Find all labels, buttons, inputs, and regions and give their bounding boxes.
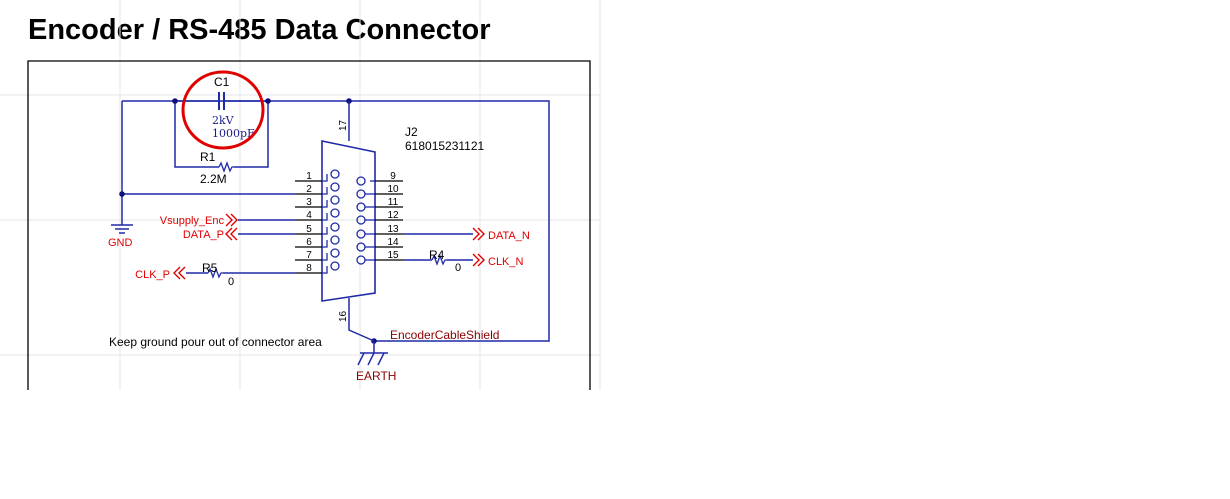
pin-number: 4 — [306, 210, 312, 221]
r5-symbol — [207, 267, 223, 279]
r1-left-wire — [174, 101, 219, 168]
r1-ref: R1 — [200, 150, 216, 164]
pin-number: 8 — [306, 263, 312, 274]
pin-number: 11 — [388, 197, 399, 208]
pin-number: 2 — [306, 184, 312, 195]
junction-dot — [119, 191, 125, 197]
c1-voltage: 2kV — [212, 114, 235, 127]
page-title: Encoder / RS-485 Data Connector — [28, 14, 491, 46]
pin-number: 10 — [387, 184, 399, 195]
clk-p-port-arrow — [173, 266, 186, 280]
c1-value: 1000pF — [212, 127, 255, 140]
highlight-circle — [181, 70, 265, 150]
c1-ref: C1 — [214, 75, 230, 89]
gnd-symbol — [111, 224, 133, 234]
pin-number: 13 — [387, 224, 399, 235]
right-pins — [375, 180, 403, 261]
connector-part-number: 618015231121 — [405, 139, 485, 153]
data-n-port-arrow — [472, 227, 485, 241]
pin-number: 7 — [306, 250, 312, 261]
r4-ref: R4 — [429, 248, 445, 262]
pin-number: 1 — [306, 171, 312, 182]
pin-number: 5 — [306, 224, 312, 235]
r4-value: 0 — [455, 262, 461, 274]
shield-net-label: EncoderCableShield — [390, 328, 499, 342]
r4-symbol — [431, 254, 447, 266]
clk-n-port-arrow — [472, 253, 485, 267]
pin16-number: 16 — [338, 310, 349, 322]
clk-p-label: CLK_P — [135, 269, 170, 281]
sheet-border — [27, 60, 591, 390]
r1-symbol — [218, 161, 234, 173]
connector-ref: J2 — [405, 125, 418, 139]
layout-note: Keep ground pour out of connector area — [109, 335, 322, 349]
earth-symbol — [357, 352, 388, 366]
junction-dot — [172, 98, 178, 104]
left-pin-numbers: 1 2 3 4 5 6 7 8 — [306, 171, 312, 274]
r5-ref: R5 — [202, 261, 218, 275]
pin-number: 3 — [306, 197, 312, 208]
pin-number: 12 — [387, 210, 399, 221]
r1-value: 2.2M — [200, 172, 227, 186]
connector-body — [321, 140, 376, 302]
left-pin-contacts — [322, 169, 340, 274]
junction-dot — [265, 98, 271, 104]
data-p-port-arrow — [225, 227, 238, 241]
pin-number: 14 — [387, 237, 399, 248]
right-pin-numbers: 9 10 11 12 13 14 15 — [387, 171, 399, 261]
gnd-label: GND — [108, 237, 133, 249]
data-p-label: DATA_P — [183, 229, 224, 241]
right-pin-contacts — [356, 176, 375, 265]
r5-value: 0 — [228, 276, 234, 288]
r1-right-wire — [234, 101, 269, 168]
pin17-number: 17 — [338, 119, 349, 131]
earth-label: EARTH — [356, 369, 396, 383]
left-pins — [295, 180, 322, 274]
shield-wire — [122, 100, 550, 342]
pin-number: 9 — [390, 171, 396, 182]
schematic-grid — [0, 0, 601, 390]
pin-number: 15 — [387, 250, 399, 261]
vsupply-label: Vsupply_Enc — [160, 215, 225, 227]
pin-number: 6 — [306, 237, 312, 248]
clk-n-label: CLK_N — [488, 256, 524, 268]
pin16-wire — [348, 298, 375, 342]
data-n-label: DATA_N — [488, 230, 530, 242]
vsupply-port-arrow — [225, 213, 238, 227]
